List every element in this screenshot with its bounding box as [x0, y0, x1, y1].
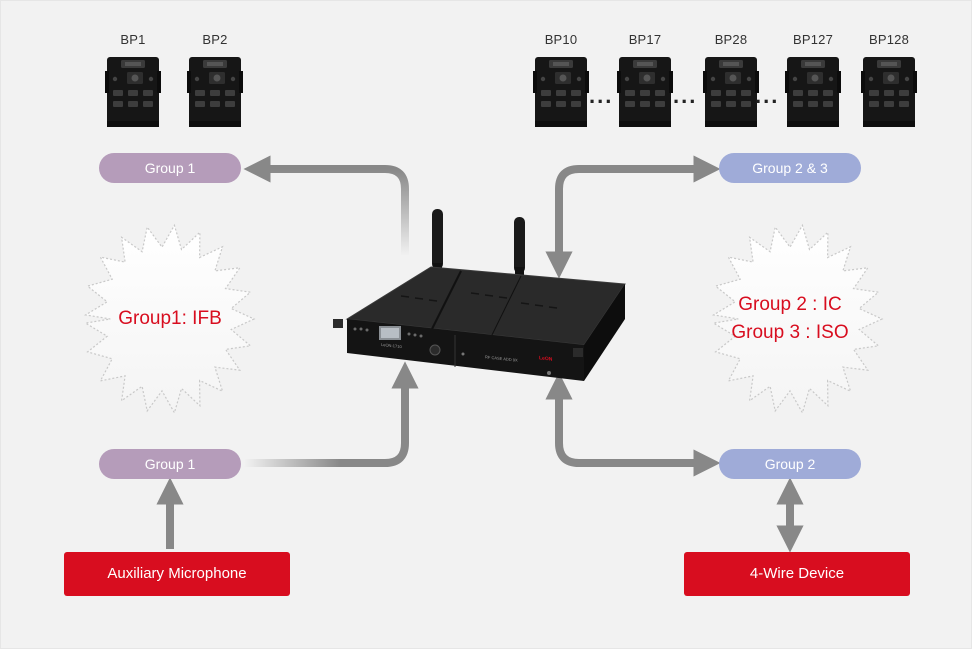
beltpack-bp1 — [105, 57, 161, 127]
beltpack-label-bp127: BP127 — [792, 32, 834, 47]
beltpack-bp28 — [703, 57, 759, 127]
beltpack-label-bp1: BP1 — [120, 32, 146, 47]
pill-group-2: Group 2 — [719, 449, 861, 479]
beltpack-label-bp128: BP128 — [868, 32, 910, 47]
four-wire-device-box: 4-Wire Device — [684, 552, 910, 596]
beltpack-label-bp2: BP2 — [202, 32, 228, 47]
burst-text-group2-ic: Group 2 : IC — [738, 294, 842, 315]
base-station-device — [333, 209, 626, 381]
beltpack-bp127 — [785, 57, 841, 127]
beltpack-label-bp28: BP28 — [714, 32, 748, 47]
beltpack-label-bp10: BP10 — [544, 32, 578, 47]
beltpack-bp10 — [533, 57, 589, 127]
belt-packs — [105, 57, 917, 127]
pill-group-2-3: Group 2 & 3 — [719, 153, 861, 183]
beltpack-bp2 — [187, 57, 243, 127]
beltpack-bp17 — [617, 57, 673, 127]
left-starburst — [83, 223, 256, 415]
right-starburst — [711, 223, 884, 415]
burst-text-group3-iso: Group 3 : ISO — [731, 322, 849, 343]
connector-arrows — [156, 155, 804, 553]
pill-group-1-top: Group 1 — [99, 153, 241, 183]
beltpack-bp128 — [861, 57, 917, 127]
burst-text-group1-ifb: Group1: IFB — [118, 308, 222, 329]
beltpack-ellipsis-3: ... — [755, 83, 780, 108]
beltpack-ellipsis-1: ... — [589, 83, 614, 108]
device-brand-logo: LeON — [539, 355, 553, 363]
beltpack-label-bp17: BP17 — [628, 32, 662, 47]
beltpack-ellipsis-2: ... — [673, 83, 698, 108]
antenna-right — [514, 217, 525, 283]
pill-group-1-bottom: Group 1 — [99, 449, 241, 479]
auxiliary-microphone-box: Auxiliary Microphone — [64, 552, 290, 596]
